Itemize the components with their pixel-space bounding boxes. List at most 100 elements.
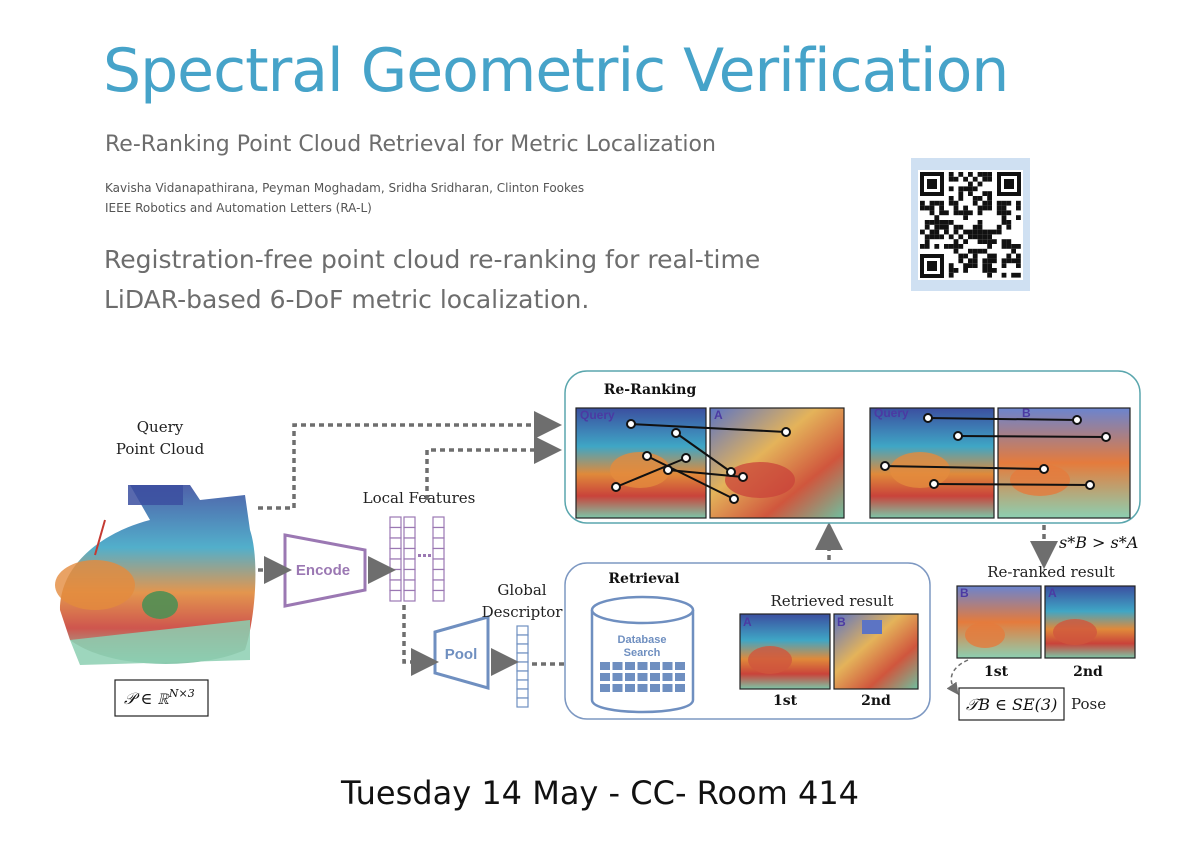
publication-venue: IEEE Robotics and Automation Letters (RA…: [105, 201, 372, 215]
descriptor-cell: [516, 652, 529, 663]
qr-cell: [1016, 215, 1021, 220]
qr-cell: [1016, 244, 1021, 249]
qr-cell: [987, 205, 992, 211]
qr-cell: [948, 176, 954, 182]
reranked-first-tag: B: [960, 586, 969, 600]
database-cell: [675, 673, 685, 681]
qr-cell: [958, 191, 964, 196]
qr-code-icon[interactable]: [911, 158, 1030, 291]
qr-cell: [992, 253, 997, 259]
feature-cell: [389, 516, 402, 529]
qr-cell: [939, 234, 944, 240]
author-list: Kavisha Vidanapathirana, Peyman Moghadam…: [105, 181, 585, 195]
feature-cell: [389, 526, 402, 539]
database-cell: [662, 662, 673, 670]
qr-cell: [982, 258, 988, 264]
qr-cell: [934, 234, 940, 240]
descriptor-cell: [516, 634, 529, 645]
qr-cell: [939, 224, 944, 230]
qr-cell: [958, 258, 964, 264]
descriptor-cell: [516, 625, 529, 636]
qr-cell: [1001, 244, 1007, 249]
poster-title: Spectral Geometric Verification: [103, 36, 1009, 106]
feature-cell: [432, 537, 445, 550]
qr-cell: [992, 258, 997, 264]
qr-cell: [939, 210, 944, 216]
qr-cell: [1006, 220, 1012, 225]
feature-cell: [403, 537, 416, 550]
qr-cell: [934, 200, 940, 206]
database-cell: [625, 673, 635, 681]
qr-cell: [934, 244, 940, 249]
qr-cell: [1006, 253, 1012, 259]
retrieval-title: Retrieval: [608, 571, 679, 587]
feature-cell: [403, 579, 416, 592]
qr-cell: [968, 210, 973, 216]
retrieved-first-thumbnail: [739, 613, 831, 690]
qr-cell: [924, 220, 930, 225]
tagline-line-2: LiDAR-based 6-DoF metric localization.: [104, 285, 590, 314]
qr-cell: [1016, 272, 1021, 278]
feature-cell: [389, 558, 402, 571]
qr-cell: [963, 239, 968, 244]
qr-cell: [944, 220, 949, 225]
qr-cell: [924, 205, 930, 211]
qr-cell: [1001, 239, 1007, 244]
qr-cell: [968, 186, 973, 192]
qr-cell: [920, 205, 925, 211]
qr-cell: [929, 210, 935, 216]
qr-cell: [996, 224, 1002, 230]
qr-cell: [977, 234, 983, 240]
qr-cell: [972, 186, 978, 192]
qr-cell: [929, 234, 935, 240]
qr-cell: [963, 186, 968, 192]
descriptor-cell: [516, 688, 529, 699]
qr-cell: [972, 258, 978, 264]
qr-cell: [953, 224, 959, 230]
qr-cell: [972, 248, 978, 254]
qr-cell: [1001, 272, 1007, 278]
qr-cell: [963, 215, 968, 220]
qr-cell: [987, 176, 992, 182]
qr-cell: [944, 229, 949, 235]
qr-cell: [944, 210, 949, 216]
qr-cell: [958, 244, 964, 249]
qr-cell: [972, 263, 978, 268]
database-cell: [600, 673, 610, 681]
point-set-formula-box: [114, 679, 209, 717]
qr-cell: [1016, 263, 1021, 268]
feature-cell: [432, 526, 445, 539]
qr-cell: [1001, 205, 1007, 211]
qr-cell: [977, 181, 983, 187]
qr-cell: [977, 205, 983, 211]
qr-cell: [977, 220, 983, 225]
reranked-second-tag: A: [1048, 586, 1057, 600]
qr-cell: [953, 176, 959, 182]
qr-cell: [1011, 244, 1016, 249]
qr-cell: [939, 205, 944, 211]
poster-subtitle: Re-Ranking Point Cloud Retrieval for Met…: [105, 132, 716, 157]
qr-cell: [982, 263, 988, 268]
qr-cell: [987, 253, 992, 259]
qr-cell: [992, 229, 997, 235]
feature-cell: [389, 589, 402, 602]
qr-cell: [982, 234, 988, 240]
qr-cell: [968, 234, 973, 240]
qr-cell: [968, 258, 973, 264]
qr-cell: [948, 196, 954, 201]
ellipsis-dots: [418, 554, 431, 557]
feature-cell: [403, 568, 416, 581]
qr-cell: [972, 176, 978, 182]
database-cell: [650, 673, 660, 681]
qr-cell: [972, 224, 978, 230]
query-vs-a-pair: [575, 407, 845, 519]
feature-cell: [432, 568, 445, 581]
qr-cell: [1011, 248, 1016, 254]
qr-cell: [987, 239, 992, 244]
qr-cell: [1006, 210, 1012, 216]
qr-cell: [968, 229, 973, 235]
feature-cell: [432, 589, 445, 602]
qr-cell: [977, 229, 983, 235]
qr-cell: [934, 224, 940, 230]
qr-cell: [958, 172, 964, 177]
